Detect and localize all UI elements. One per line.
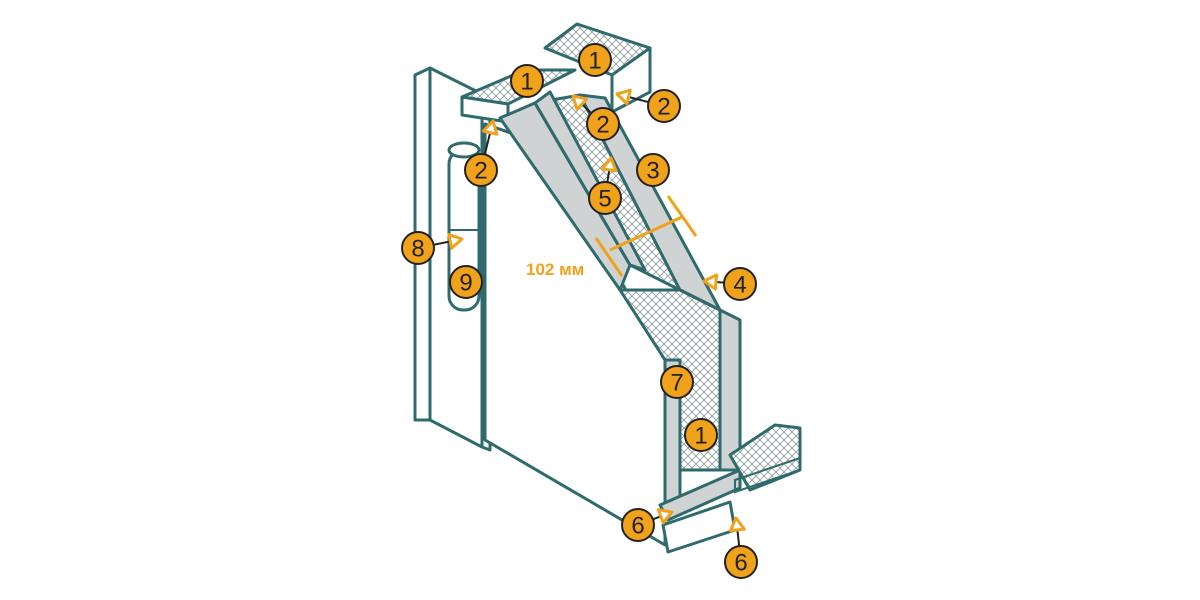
callout-6: 6	[621, 508, 674, 542]
callout-7: 7	[660, 365, 694, 399]
callout-number: 6	[734, 550, 747, 577]
callout-badge	[449, 265, 483, 299]
dimension-label: 102 мм	[526, 260, 584, 279]
callout-4: 4	[702, 267, 757, 301]
callout-number: 9	[459, 270, 472, 297]
callout-badge	[401, 231, 435, 265]
callout-1: 1	[684, 418, 718, 452]
callout-leader	[736, 529, 741, 547]
callout-badge	[464, 153, 498, 187]
callout-number: 7	[670, 370, 683, 397]
callout-1: 1	[578, 43, 612, 77]
callout-badge	[684, 418, 718, 452]
callout-arrowhead	[615, 88, 632, 106]
callout-9: 9	[449, 265, 483, 299]
callout-badge	[724, 545, 758, 579]
callout-arrowhead	[447, 233, 464, 250]
callout-badge	[647, 89, 681, 123]
callout-badge	[636, 153, 670, 187]
callout-arrowhead	[571, 94, 589, 111]
callout-number: 2	[474, 158, 487, 185]
callout-number: 6	[631, 513, 644, 540]
callout-number: 2	[657, 94, 670, 121]
callout-badge	[621, 508, 655, 542]
callout-arrowhead	[481, 119, 499, 136]
callout-6: 6	[724, 516, 758, 579]
callout-number: 2	[596, 112, 609, 139]
callout-leader	[581, 103, 592, 114]
callout-number: 8	[411, 236, 424, 263]
callout-number: 1	[520, 69, 533, 96]
thickness-dimension: 102 мм	[526, 195, 698, 279]
callout-number: 1	[694, 423, 707, 450]
callout-leader	[483, 132, 492, 155]
callout-badge	[660, 365, 694, 399]
callout-2: 2	[615, 88, 681, 123]
callout-arrowhead	[728, 516, 746, 533]
callout-badge	[510, 64, 544, 98]
callout-number: 1	[588, 48, 601, 75]
callout-badge	[723, 267, 757, 301]
callout-number: 3	[646, 158, 659, 185]
callout-5: 5	[588, 156, 622, 215]
callout-badge	[586, 107, 620, 141]
callout-leader	[628, 95, 649, 104]
callout-leader	[433, 240, 451, 246]
callout-leader	[606, 169, 611, 183]
callout-arrowhead	[600, 156, 618, 173]
callout-1: 1	[510, 64, 544, 98]
callout-badge	[588, 181, 622, 215]
callout-number: 5	[598, 186, 611, 213]
callout-arrowhead	[656, 508, 674, 525]
callout-2: 2	[571, 94, 620, 141]
callout-2: 2	[464, 119, 499, 187]
callout-8: 8	[401, 231, 464, 265]
callout-arrowhead	[702, 273, 719, 291]
frame-bottom-box	[661, 423, 802, 554]
callout-badge	[578, 43, 612, 77]
callout-number: 4	[733, 272, 746, 299]
callout-3: 3	[636, 153, 670, 187]
